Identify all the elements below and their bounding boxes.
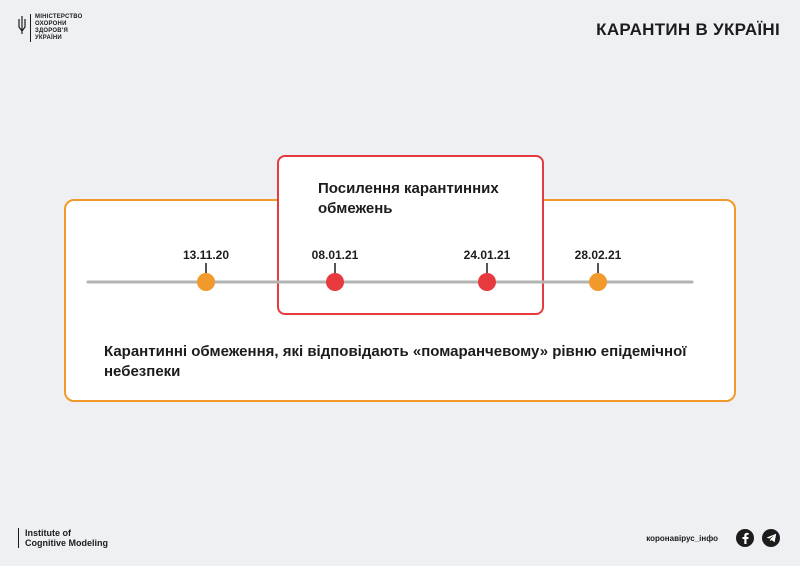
- event-date: 24.01.21: [463, 248, 511, 262]
- trident-icon: [18, 16, 26, 34]
- page-title: КАРАНТИН В УКРАЇНІ: [596, 20, 780, 39]
- event-date: 08.01.21: [311, 248, 359, 262]
- orange-level-description: Карантинні обмеження, які відповідають «…: [104, 343, 687, 380]
- institute-line: Institute of: [25, 528, 71, 538]
- institute-line: Cognitive Modeling: [25, 538, 108, 548]
- facebook-icon[interactable]: [736, 529, 754, 547]
- institute-logo: Institute of Cognitive Modeling: [18, 528, 108, 548]
- ministry-line: здоров'я: [35, 28, 68, 34]
- ministry-line: Міністерство: [35, 14, 83, 20]
- site-link[interactable]: коронавірус_інфо: [646, 533, 718, 543]
- ministry-line: України: [35, 35, 62, 41]
- strengthening-card: [277, 155, 544, 315]
- divider: [18, 528, 19, 548]
- event-date: 13.11.20: [182, 248, 230, 262]
- ministry-logo: Міністерство охорони здоров'я України: [18, 14, 82, 42]
- footer-links: коронавірус_інфо: [646, 529, 780, 547]
- ministry-name: Міністерство охорони здоров'я України: [30, 14, 82, 42]
- strengthening-title: Посилення карантинних обмежень: [318, 180, 499, 217]
- ministry-line: охорони: [35, 21, 67, 27]
- telegram-icon[interactable]: [762, 529, 780, 547]
- event-date: 28.02.21: [574, 248, 622, 262]
